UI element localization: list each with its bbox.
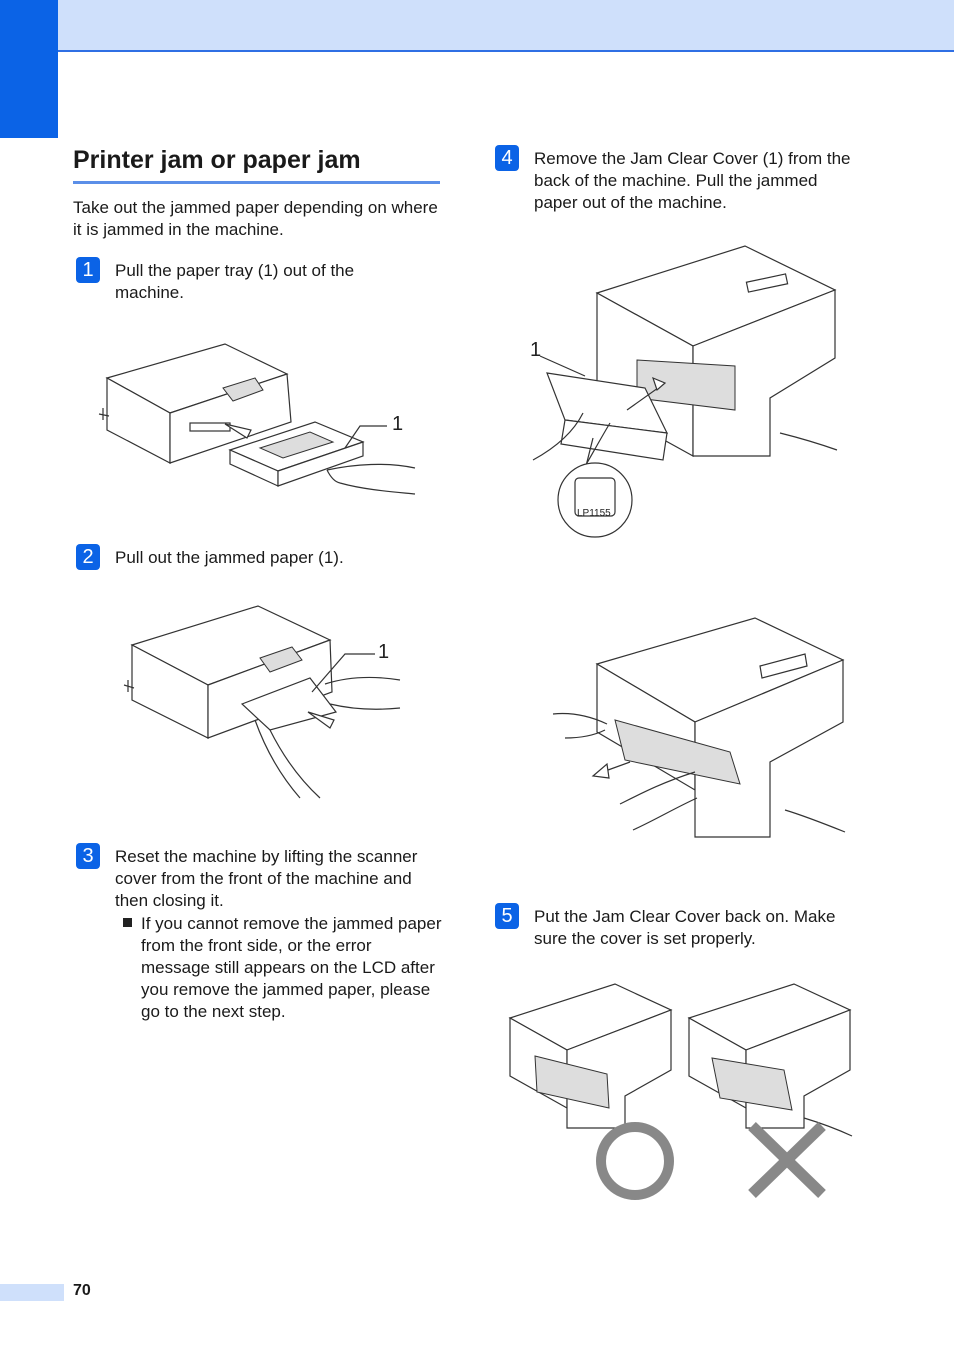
section-title: Printer jam or paper jam bbox=[73, 146, 361, 174]
page-number: 70 bbox=[73, 1282, 91, 1299]
step-2-badge: 2 bbox=[76, 544, 100, 570]
incorrect-x-icon bbox=[748, 1122, 826, 1198]
intro-paragraph: Take out the jammed paper depending on w… bbox=[73, 198, 438, 239]
step-5-badge: 5 bbox=[495, 903, 519, 929]
figure-remove-jam-clear-cover: 1 LP1155 bbox=[525, 238, 840, 538]
step-3-badge: 3 bbox=[76, 843, 100, 869]
figure-cover-set-incorrectly bbox=[684, 978, 854, 1203]
chapter-tab bbox=[0, 0, 58, 138]
correct-circle-icon bbox=[596, 1122, 674, 1200]
step-4-badge: 4 bbox=[495, 145, 519, 171]
step-4-text: Remove the Jam Clear Cover (1) from the … bbox=[534, 149, 851, 212]
callout-1-step4: 1 bbox=[530, 339, 541, 361]
title-rule bbox=[73, 181, 440, 184]
header-band bbox=[0, 0, 954, 52]
step-1-text: Pull the paper tray (1) out of the machi… bbox=[115, 261, 355, 302]
step-1-badge: 1 bbox=[76, 257, 100, 283]
footer-band bbox=[0, 1284, 64, 1301]
figure-cover-set-correctly bbox=[505, 978, 675, 1203]
figure-pull-paper-from-back bbox=[545, 612, 847, 844]
callout-1-step2: 1 bbox=[378, 641, 389, 663]
bullet-square bbox=[123, 918, 132, 927]
step-5-text: Put the Jam Clear Cover back on. Make su… bbox=[534, 907, 836, 948]
step-3-bullet-text: If you cannot remove the jammed paper fr… bbox=[141, 914, 442, 1021]
figure-pull-paper-tray: 1 bbox=[95, 338, 425, 503]
callout-1: 1 bbox=[392, 413, 403, 435]
step-3-text: Reset the machine by lifting the scanner… bbox=[115, 847, 418, 910]
step-2-text: Pull out the jammed paper (1). bbox=[115, 548, 344, 567]
lever-label: LP1155 bbox=[577, 508, 611, 519]
figure-pull-jammed-paper: 1 bbox=[120, 600, 410, 800]
